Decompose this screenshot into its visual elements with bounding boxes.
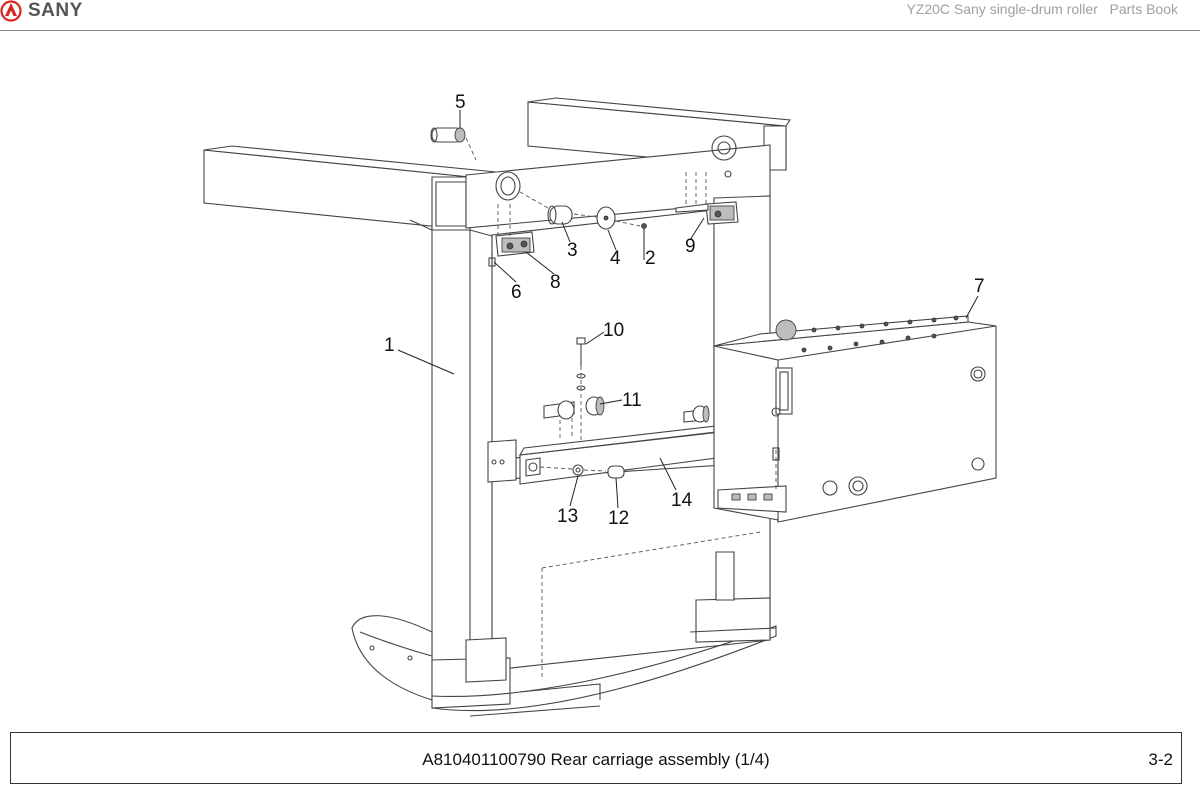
callout-10: 10: [603, 320, 624, 341]
part-6-bolt: [488, 252, 496, 267]
callout-9: 9: [685, 236, 696, 257]
assembly-caption: A810401100790 Rear carriage assembly (1/…: [422, 750, 770, 769]
part-9-mount-bracket: [675, 172, 739, 225]
part-5-bushing: [430, 127, 477, 161]
callout-2: 2: [645, 248, 656, 269]
callout-5: 5: [455, 92, 466, 113]
part-10-long-bolt: [576, 337, 586, 440]
document-title: YZ20C Sany single-drum roller Parts Book: [906, 1, 1178, 17]
sany-logo-icon: [0, 0, 22, 22]
hydraulic-tank: [713, 315, 997, 523]
callout-3: 3: [567, 240, 578, 261]
callout-6: 6: [511, 282, 522, 303]
footer-caption-box: A810401100790 Rear carriage assembly (1/…: [10, 732, 1182, 784]
part-4-cover-plate: [573, 206, 641, 230]
page-header: SANY YZ20C Sany single-drum roller Parts…: [0, 0, 1200, 31]
part-12-pin: [583, 465, 625, 479]
rear-carriage-exploded-view: 1 2 3 4 5 6 7 8 9 10 11 12 13 14: [203, 92, 997, 717]
callout-4: 4: [610, 248, 621, 269]
part-3-sleeve: [519, 191, 573, 225]
cross-plate: [487, 425, 721, 485]
front-top-beam: [203, 145, 497, 231]
part-11-hinge-pins: [543, 396, 710, 440]
callout-13: 13: [557, 506, 578, 527]
callout-8: 8: [550, 272, 561, 293]
sany-logo: SANY: [0, 0, 83, 22]
callout-12: 12: [608, 508, 629, 529]
longitudinal-beam: [465, 135, 771, 229]
rocker-base: [351, 551, 777, 717]
callout-7: 7: [974, 276, 985, 297]
part-8-mount-bracket: [495, 204, 535, 257]
callout-14: 14: [671, 490, 693, 511]
page-number: 3-2: [1148, 750, 1173, 769]
callout-11: 11: [622, 390, 642, 411]
part-2-bolt: [641, 223, 647, 229]
callout-labels: 1 2 3 4 5 6 7 8 9 10 11 12 13 14: [384, 92, 985, 529]
parts-diagram: 1 2 3 4 5 6 7 8 9 10 11 12 13 14: [0, 32, 1200, 732]
brand-name: SANY: [28, 0, 83, 21]
left-frame-post: [409, 219, 493, 661]
leader-lines: [397, 110, 979, 509]
callout-1: 1: [384, 335, 395, 356]
part-13-washer: [539, 464, 584, 476]
